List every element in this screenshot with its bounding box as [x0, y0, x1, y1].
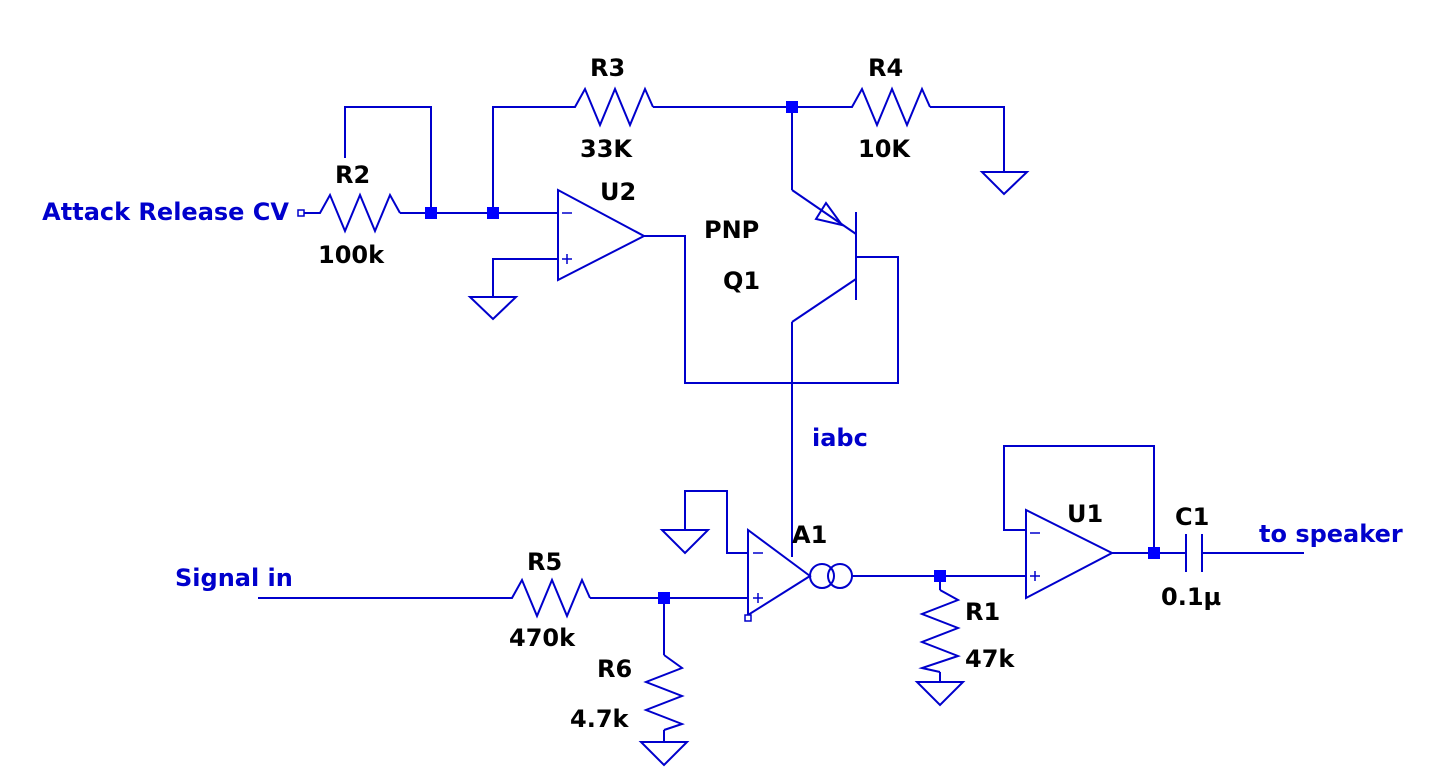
ground-icon: [979, 171, 1030, 196]
opamp-u1-triangle: [1025, 508, 1115, 600]
label-u2-name: U2: [600, 178, 636, 206]
grounds: [467, 171, 1030, 767]
wire-r3-left: [492, 106, 568, 213]
label-r3-value: 33K: [580, 135, 633, 163]
opamp-u2-triangle: [557, 188, 647, 282]
current-source-circle-icon: [827, 563, 853, 589]
label-r5-value: 470k: [509, 624, 576, 652]
label-r6-value: 4.7k: [570, 705, 630, 733]
wire-u1-feedback: [1003, 445, 1155, 553]
net-label-to-speaker: to speaker: [1259, 520, 1403, 548]
junctions: [425, 101, 1160, 604]
junction-dot: [934, 570, 946, 582]
transistor-q1-emitter-arrow-icon: [814, 201, 845, 227]
input-port-icon[interactable]: [297, 209, 305, 217]
label-q1-model: PNP: [704, 216, 759, 244]
transistor-q1-emitter: [791, 189, 857, 235]
ota-a1: [744, 528, 853, 622]
ground-icon: [914, 681, 966, 707]
junction-dot: [658, 592, 670, 604]
resistor-r1-symbol: [918, 589, 961, 673]
junction-dot: [487, 207, 499, 219]
label-r4-name: R4: [868, 54, 903, 82]
junction-dot: [786, 101, 798, 113]
label-c1-value: 0.1µ: [1161, 583, 1221, 611]
net-label-signal-in: Signal in: [175, 564, 293, 592]
resistor-r2-symbol: [313, 192, 401, 234]
opamp-u1: [1025, 508, 1115, 600]
label-a1-name: A1: [792, 521, 827, 549]
wire-a1-minus-gnd: [684, 490, 748, 554]
label-r1-name: R1: [965, 598, 1000, 626]
plus-sign-icon: [1030, 571, 1040, 581]
label-u1-name: U1: [1067, 500, 1103, 528]
net-label-iabc: iabc: [812, 424, 868, 452]
label-r6-name: R6: [597, 655, 632, 683]
label-r2-name: R2: [335, 161, 370, 189]
resistor-r6-symbol: [643, 654, 685, 731]
net-label-attack-release-cv: Attack Release CV: [42, 198, 289, 226]
label-q1-name: Q1: [723, 267, 760, 295]
label-r2-value: 100k: [318, 241, 385, 269]
label-r1-value: 47k: [965, 645, 1015, 673]
resistor-r3-symbol: [568, 86, 654, 128]
label-r5-name: R5: [527, 548, 562, 576]
junction-dot: [1148, 547, 1160, 559]
ota-a1-triangle: [747, 528, 812, 617]
resistor-r4-symbol: [845, 86, 931, 128]
ground-icon: [467, 296, 519, 321]
plus-sign-icon: [562, 254, 572, 264]
label-r4-value: 10K: [858, 135, 911, 163]
wires: [258, 106, 1304, 742]
ground-icon: [659, 529, 711, 555]
transistor-q1: [791, 189, 857, 323]
wire-r2-loop: [344, 106, 432, 213]
ground-icon: [638, 741, 690, 767]
wire-u2-plus-gnd: [492, 258, 558, 297]
opamp-u2: [557, 188, 647, 282]
wire-r4-right: [930, 106, 1005, 172]
label-r3-name: R3: [590, 54, 625, 82]
plus-sign-icon: [753, 593, 763, 603]
capacitor-c1: [1185, 534, 1203, 572]
junction-dot: [425, 207, 437, 219]
ota-a1-pin-port: [744, 614, 752, 622]
label-c1-name: C1: [1175, 503, 1209, 531]
transistor-q1-collector: [791, 278, 857, 323]
current-source-circle-icon: [809, 563, 835, 589]
resistor-r5-symbol: [505, 577, 591, 619]
wire-u2-out: [644, 235, 899, 384]
resistors: [313, 86, 961, 731]
